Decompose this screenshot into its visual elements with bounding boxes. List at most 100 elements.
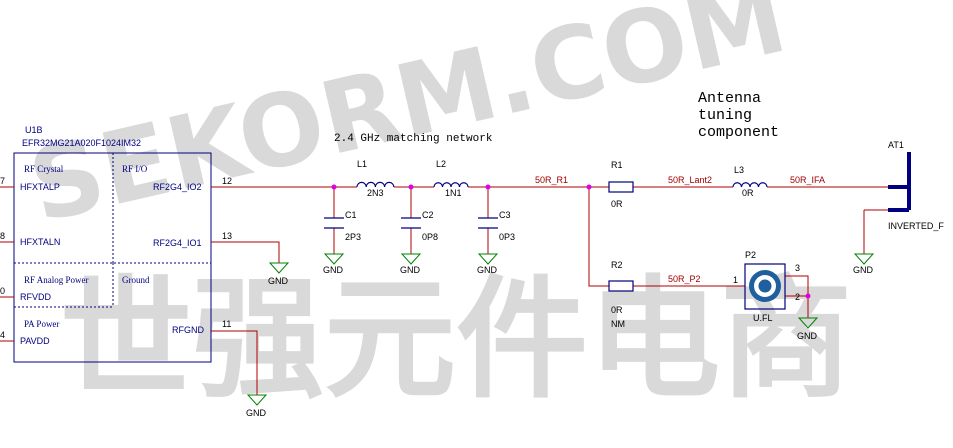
capacitor-c3: C3 0P3 (478, 210, 515, 242)
antenna-note-line: Antenna (698, 90, 761, 107)
ground-symbol: GND (477, 253, 499, 275)
component-ref: L1 (357, 159, 367, 169)
inductor-l3: L3 0R (732, 165, 768, 198)
component-value: INVERTED_F (888, 221, 944, 231)
inductor-l1: L1 2N3 (356, 159, 395, 198)
ground-label: GND (246, 408, 267, 418)
antenna-note-line: tuning (698, 107, 752, 124)
ground-symbol: GND (246, 394, 268, 418)
component-value: 0R (611, 305, 623, 315)
pin-name: RFGND (172, 325, 204, 335)
pin-number: 7 (0, 176, 5, 186)
junction-dot (408, 184, 414, 190)
ground-label: GND (323, 265, 344, 275)
pin-name: RFVDD (20, 292, 51, 302)
component-ref: P2 (745, 250, 756, 260)
connector-body (744, 263, 786, 310)
inductor-symbol (433, 182, 469, 188)
ic-u1b: U1B EFR32MG21A020F1024IM32 RF Crystal RF… (0, 125, 232, 363)
net-labels: 50R_R1 50R_Lant2 50R_IFA 50R_P2 (535, 175, 825, 284)
component-ref: L3 (734, 165, 744, 175)
ground-symbol: GND (268, 262, 290, 286)
component-ref: R1 (611, 160, 623, 170)
capacitor-c2: C2 0P8 (401, 210, 438, 242)
wire (785, 275, 809, 318)
net-label: 50R_R1 (535, 175, 568, 185)
watermark: SEKORM.COM 世强元件电商 (19, 0, 852, 417)
wire (588, 187, 609, 287)
component-value: 1N1 (445, 188, 462, 198)
net-label: 50R_P2 (668, 274, 701, 284)
component-ref: C3 (499, 210, 511, 220)
matching-network-note: 2.4 GHz matching network (334, 133, 493, 145)
ground-symbol: GND (400, 253, 422, 275)
pin-number: 13 (222, 231, 232, 241)
section-rf-crystal: RF Crystal (24, 164, 64, 174)
section-pa-power: PA Power (24, 319, 59, 329)
pin-name: HFXTALP (20, 182, 60, 192)
connector-center-pin (758, 279, 772, 293)
connector-p2: P2 1 2 3 U.FL (733, 250, 800, 323)
inductor-l2: L2 1N1 (433, 159, 469, 198)
component-ref: L2 (436, 159, 446, 169)
component-value: 2P3 (345, 232, 361, 242)
connector-pin-number: 1 (733, 275, 738, 285)
antenna-note-line: component (698, 124, 779, 141)
pin-number: 12 (222, 176, 232, 186)
ground-label: GND (400, 265, 421, 275)
pin-number: 8 (0, 231, 5, 241)
resistor-r2: R2 0R NM (608, 260, 634, 329)
antenna-note: Antenna tuning component (698, 90, 779, 141)
antenna-at1: AT1 INVERTED_F (888, 140, 944, 231)
wire (211, 330, 258, 395)
component-ref: C1 (345, 210, 357, 220)
resistor-body (608, 181, 634, 193)
junction-dot (586, 184, 592, 190)
component-ref: AT1 (888, 140, 904, 150)
section-rf-io: RF I/O (122, 164, 148, 174)
junctions (331, 184, 811, 299)
section-rf-analog-power: RF Analog Power (24, 275, 89, 285)
junction-dot (331, 184, 337, 190)
component-value: U.FL (753, 313, 773, 323)
net-label: 50R_Lant2 (668, 175, 712, 185)
capacitor-c1: C1 2P3 (324, 210, 361, 242)
inductor-symbol (356, 181, 395, 188)
watermark-cjk: 世强元件电商 (60, 263, 852, 417)
resistor-r1: R1 0R (608, 160, 634, 209)
component-value: 0P3 (499, 232, 515, 242)
component-ref: C2 (422, 210, 434, 220)
pin-name: RF2G4_IO2 (153, 182, 202, 192)
pin-name: PAVDD (20, 336, 50, 346)
pin-number: 0 (0, 286, 5, 296)
component-value: 0R (742, 188, 754, 198)
ground-label: GND (853, 265, 874, 275)
ground-symbol: GND (853, 253, 875, 275)
ground-label: GND (268, 276, 289, 286)
net-label: 50R_IFA (790, 175, 825, 185)
junction-dot (485, 184, 491, 190)
junction-dot (805, 293, 811, 299)
ic-refdes: U1B (25, 125, 43, 135)
connector-pin-number: 3 (795, 263, 800, 273)
pin-name: RF2G4_IO1 (153, 238, 202, 248)
ic-part-number: EFR32MG21A020F1024IM32 (22, 138, 141, 148)
inductor-symbol (732, 182, 768, 188)
component-ref: R2 (611, 260, 623, 270)
component-note: NM (611, 319, 625, 329)
section-ground: Ground (122, 275, 150, 285)
ground-symbols: GND GND GND GND GND GND GND (246, 253, 875, 418)
resistor-body (608, 280, 634, 292)
component-value: 2N3 (367, 188, 384, 198)
ground-label: GND (477, 265, 498, 275)
pin-number: 11 (222, 319, 231, 329)
ground-label: GND (797, 331, 818, 341)
pin-number: 4 (0, 330, 5, 340)
ground-symbol: GND (797, 317, 819, 341)
component-value: 0R (611, 199, 623, 209)
wire (211, 241, 280, 263)
ground-symbol: GND (323, 253, 345, 275)
connector-pin-number: 2 (795, 292, 800, 302)
pin-name: HFXTALN (20, 237, 60, 247)
